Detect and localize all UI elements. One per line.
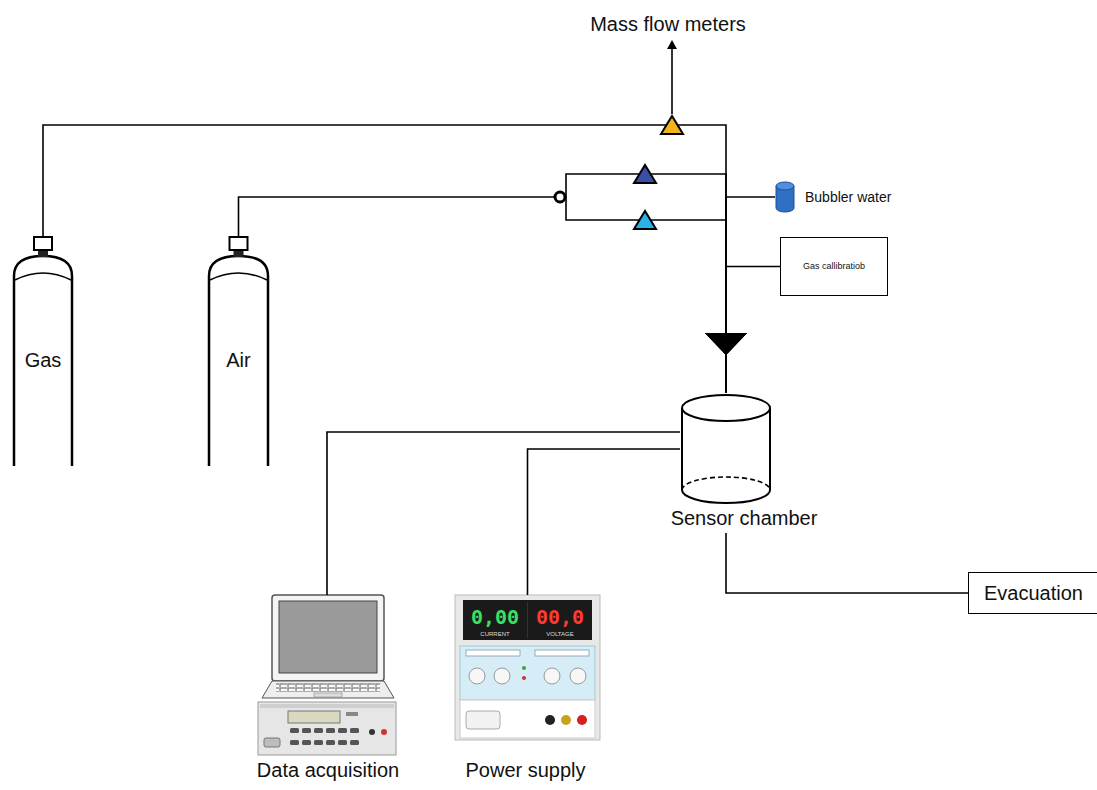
multimeter-illustration xyxy=(350,728,359,733)
pipe-connector xyxy=(726,533,968,593)
power-supply-illustration xyxy=(522,666,526,670)
power-supply-illustration xyxy=(577,715,587,725)
power-supply-illustration xyxy=(561,715,571,725)
evacuation-box: Evacuation xyxy=(968,572,1097,614)
power-supply-illustration xyxy=(455,595,600,740)
power-supply-illustration xyxy=(463,600,592,640)
power-supply-illustration xyxy=(527,602,528,638)
pipe-connector xyxy=(327,432,680,595)
sensor-chamber: Sensor chamber xyxy=(680,393,772,505)
panel-legend: CURRENT xyxy=(480,631,509,638)
laptop-illustration xyxy=(262,595,394,698)
gas-cylinder: Gas xyxy=(12,236,74,466)
laptop-illustration xyxy=(314,693,342,697)
current-display: 0,00 xyxy=(471,606,519,629)
calibration-box: Gas callibratiob xyxy=(780,237,888,296)
node-label: Gas xyxy=(25,349,62,372)
valve-symbol xyxy=(555,192,565,202)
water-bubbler: Bubbler water xyxy=(775,181,891,213)
multimeter-illustration xyxy=(314,728,323,733)
node-label: Sensor chamber xyxy=(671,507,818,530)
pipe-connector xyxy=(528,449,681,595)
node-label: Air xyxy=(226,349,250,372)
multimeter-illustration xyxy=(338,740,347,745)
power-supply-illustration xyxy=(455,595,600,740)
voltage-display: 00,0 xyxy=(536,606,584,629)
pipe-connector xyxy=(726,197,775,393)
multimeter-illustration xyxy=(260,704,394,708)
laptop-illustration xyxy=(276,683,380,692)
multimeter-illustration xyxy=(369,729,375,735)
power-supply-illustration xyxy=(494,668,510,684)
data-acquisition: Data acquisition xyxy=(258,595,396,757)
leader-arrow xyxy=(671,48,673,114)
power-supply-illustration xyxy=(466,711,500,729)
chamber-outline xyxy=(680,393,772,505)
power-supply-illustration xyxy=(460,646,595,700)
laptop-illustration xyxy=(262,681,394,698)
multimeter-illustration xyxy=(288,711,340,723)
node-label: Power supply xyxy=(465,759,585,782)
multimeter-illustration xyxy=(258,702,396,755)
pipe-connector xyxy=(43,125,726,393)
multimeter-illustration xyxy=(350,740,359,745)
power-supply-illustration xyxy=(545,715,555,725)
flow-meter-symbol xyxy=(634,165,656,183)
multimeter-illustration xyxy=(326,728,335,733)
node-label: Data acquisition xyxy=(257,759,399,782)
air-cylinder: Air xyxy=(207,236,270,466)
pipe-connector xyxy=(239,174,727,393)
multimeter-illustration xyxy=(290,728,299,733)
multimeter-illustration xyxy=(302,740,311,745)
multimeter-illustration xyxy=(381,729,387,735)
multimeter-illustration xyxy=(346,712,358,716)
power-supply-illustration xyxy=(460,700,595,738)
multimeter-illustration xyxy=(264,738,280,747)
flow-meter-symbol xyxy=(634,116,683,229)
laptop-illustration xyxy=(272,595,384,681)
node-label: Gas callibratiob xyxy=(803,261,865,271)
pipe-connector xyxy=(726,267,780,394)
bubbler-icon xyxy=(775,181,795,213)
part-label: Mass flow meters xyxy=(590,13,746,36)
leader-arrow xyxy=(667,40,677,114)
multimeter-illustration xyxy=(314,740,323,745)
power-supply-illustration xyxy=(466,650,520,656)
multimeter-illustration xyxy=(326,740,335,745)
flow-meter-symbol xyxy=(661,116,683,134)
power-supply-illustration xyxy=(570,668,586,684)
laptop-illustration xyxy=(279,601,377,673)
multimeter-illustration xyxy=(258,702,396,755)
power-supply-illustration xyxy=(522,676,526,680)
leader-arrow xyxy=(667,40,677,49)
node-label: Evacuation xyxy=(984,582,1083,605)
multimeter-illustration xyxy=(338,728,347,733)
node-label: Bubbler water xyxy=(805,189,891,205)
power-supply-illustration xyxy=(535,650,589,656)
power-supply-illustration xyxy=(469,668,485,684)
flow-meter-symbol xyxy=(634,211,656,229)
panel-legend: VOLTAGE xyxy=(546,631,573,638)
multimeter-illustration xyxy=(290,740,299,745)
multimeter-illustration xyxy=(302,728,311,733)
power-supply-illustration xyxy=(544,668,560,684)
